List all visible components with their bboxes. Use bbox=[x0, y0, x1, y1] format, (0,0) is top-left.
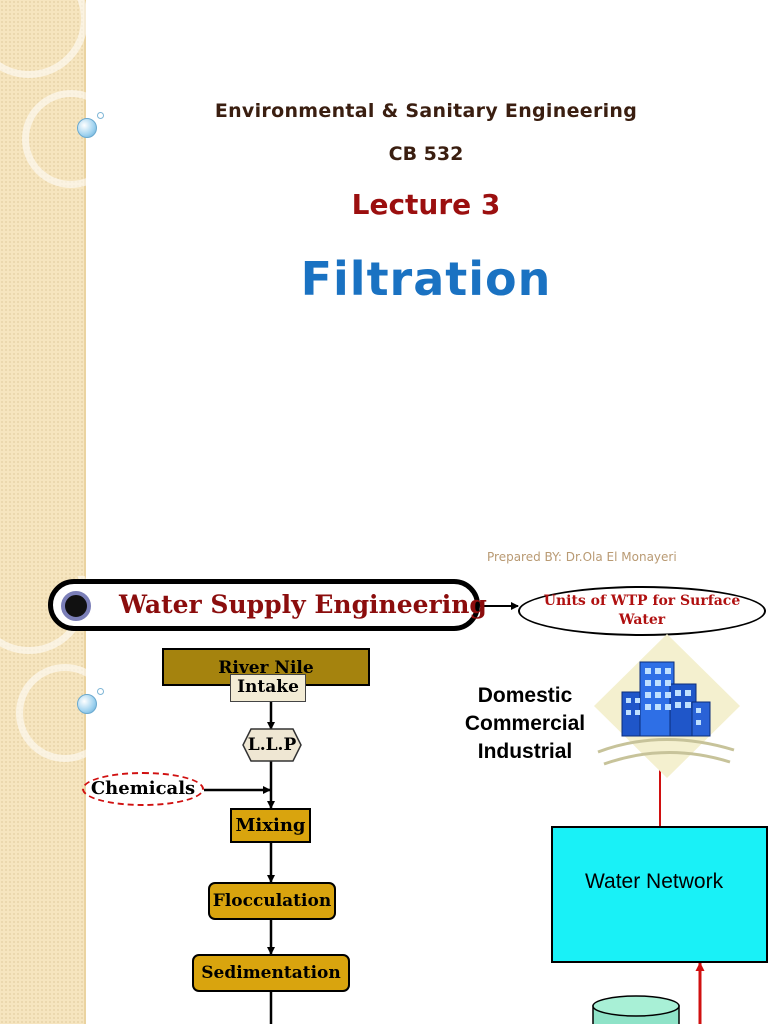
intake-box: Intake bbox=[230, 674, 306, 702]
consumer-list: Domestic Commercial Industrial bbox=[452, 682, 598, 766]
storage-tank-icon bbox=[592, 995, 680, 1024]
sedimentation-box: Sedimentation bbox=[192, 954, 350, 992]
decorative-ring bbox=[16, 664, 114, 762]
decorative-dot bbox=[97, 688, 104, 695]
water-supply-slide: Water Supply Engineering Units of WTP fo… bbox=[0, 576, 768, 1024]
course-code: CB 532 bbox=[388, 143, 464, 165]
consumer-domestic: Domestic bbox=[477, 684, 573, 707]
banner-title: Water Supply Engineering bbox=[119, 590, 487, 619]
city-buildings-icon bbox=[594, 634, 740, 778]
consumer-commercial: Commercial bbox=[464, 712, 586, 735]
mixing-box: Mixing bbox=[230, 808, 311, 843]
units-label: Units of WTP for Surface Water bbox=[518, 586, 766, 636]
flocculation-box: Flocculation bbox=[208, 882, 336, 920]
decorative-bubble bbox=[77, 694, 97, 714]
water-network-label: Water Network bbox=[585, 870, 724, 893]
decorative-bubble bbox=[77, 118, 97, 138]
course-title: Environmental & Sanitary Engineering bbox=[214, 100, 638, 122]
section-banner: Water Supply Engineering bbox=[48, 579, 487, 631]
lecture-number: Lecture 3 bbox=[351, 188, 501, 221]
title-slide: Environmental & Sanitary Engineering CB … bbox=[0, 0, 677, 576]
consumer-industrial: Industrial bbox=[477, 740, 573, 763]
decorative-side-strip bbox=[0, 0, 86, 576]
decorative-dot bbox=[97, 112, 104, 119]
lecture-topic: Filtration bbox=[300, 252, 552, 306]
bullet-dot-icon bbox=[61, 591, 91, 621]
chemicals-label: Chemicals bbox=[82, 772, 204, 806]
decorative-ring bbox=[0, 0, 88, 78]
llp-shape bbox=[242, 728, 302, 762]
prepared-by: Prepared BY: Dr.Ola El Monayeri bbox=[487, 550, 677, 564]
llp-label: L.L.P bbox=[247, 735, 297, 755]
decorative-ring bbox=[22, 90, 120, 188]
water-network-box bbox=[551, 826, 768, 963]
